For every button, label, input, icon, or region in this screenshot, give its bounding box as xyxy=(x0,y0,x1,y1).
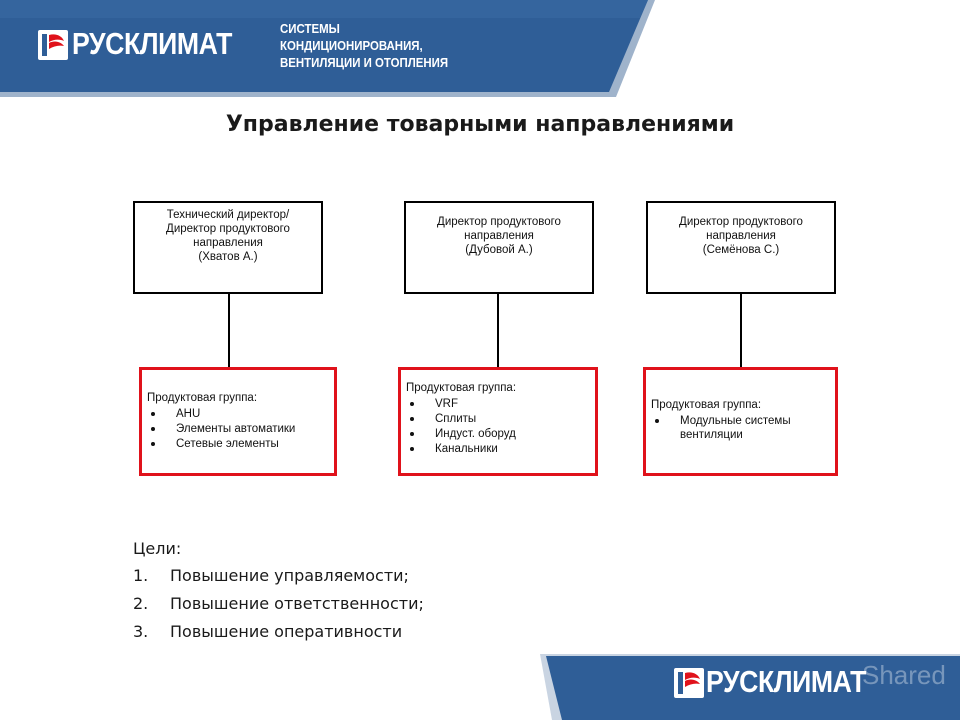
goal-item: 3. Повышение оперативности xyxy=(133,620,424,644)
group-item-list: Модульные системы вентиляции xyxy=(651,414,835,442)
director-line: Директор продуктового xyxy=(166,223,290,235)
list-item: VRF xyxy=(406,397,595,411)
footer-banner xyxy=(540,654,960,720)
goal-number: 1. xyxy=(133,566,149,585)
goal-text: Повышение оперативности xyxy=(170,622,403,641)
director-line: направления xyxy=(193,237,263,249)
tagline-line-1: СИСТЕМЫ xyxy=(280,21,340,36)
director-line: (Дубовой А.) xyxy=(465,244,533,256)
goal-item: 2. Повышение ответственности; xyxy=(133,592,424,616)
director-line: Директор продуктового xyxy=(437,216,561,228)
connector-line xyxy=(497,294,499,368)
goal-text: Повышение управляемости; xyxy=(170,566,409,585)
group-item-list: AHU Элементы автоматики Сетевые элементы xyxy=(147,407,334,451)
director-line: (Хватов А.) xyxy=(198,251,258,263)
director-line: Технический директор/ xyxy=(166,209,290,221)
logo-flag-icon xyxy=(38,30,68,60)
list-item: Сетевые элементы xyxy=(147,437,334,451)
list-item: Канальники xyxy=(406,442,595,456)
goals-heading: Цели: xyxy=(133,539,182,558)
director-box-khvatov: Технический директор/ Директор продуктов… xyxy=(133,201,323,294)
director-line: (Семёнова С.) xyxy=(702,244,780,256)
goals-list: 1. Повышение управляемости; 2. Повышение о… xyxy=(133,564,424,644)
footer-watermark: Shared xyxy=(862,660,946,690)
header-banner xyxy=(0,0,655,97)
goal-number: 2. xyxy=(133,594,149,613)
connector-line xyxy=(228,294,230,368)
director-line: Директор продуктового xyxy=(679,216,803,228)
list-item: AHU xyxy=(147,407,334,421)
list-item: Индуст. оборуд xyxy=(406,427,595,441)
goals-section: Цели: 1. Повышение управляемости; 2. Повыш… xyxy=(133,537,424,648)
group-label: Продуктовая группа: xyxy=(406,382,517,394)
footer-brand-logo: РУСКЛИМАТ xyxy=(706,664,866,699)
product-group-box-2: Продуктовая группа: VRF Сплиты Индуст. о… xyxy=(398,367,598,476)
list-item: Сплиты xyxy=(406,412,595,426)
list-item: Модульные системы вентиляции xyxy=(651,414,805,442)
connector-line xyxy=(740,294,742,368)
director-line: направления xyxy=(706,230,776,242)
header-brand-logo: РУСКЛИМАТ xyxy=(72,26,232,61)
director-box-semenova: Директор продуктового направления (Семён… xyxy=(646,201,836,294)
director-box-dubovoy: Директор продуктового направления (Дубов… xyxy=(404,201,594,294)
goal-text: Повышение ответственности; xyxy=(170,594,424,613)
group-label: Продуктовая группа: xyxy=(147,392,258,404)
group-label: Продуктовая группа: xyxy=(651,399,762,411)
header-tagline: СИСТЕМЫ КОНДИЦИОНИРОВАНИЯ, ВЕНТИЛЯЦИИ И … xyxy=(280,20,448,71)
tagline-line-2: КОНДИЦИОНИРОВАНИЯ, xyxy=(280,38,423,53)
product-group-box-1: Продуктовая группа: AHU Элементы автомат… xyxy=(139,367,337,476)
director-line: направления xyxy=(464,230,534,242)
goal-number: 3. xyxy=(133,622,149,641)
list-item: Элементы автоматики xyxy=(147,422,334,436)
tagline-line-3: ВЕНТИЛЯЦИИ И ОТОПЛЕНИЯ xyxy=(280,55,449,70)
group-item-list: VRF Сплиты Индуст. оборуд Канальники xyxy=(406,397,595,456)
page-title: Управление товарными направлениями xyxy=(225,112,735,137)
footer-logo-flag-icon xyxy=(674,668,704,698)
goal-item: 1. Повышение управляемости; xyxy=(133,564,424,588)
product-group-box-3: Продуктовая группа: Модульные системы ве… xyxy=(643,367,838,476)
